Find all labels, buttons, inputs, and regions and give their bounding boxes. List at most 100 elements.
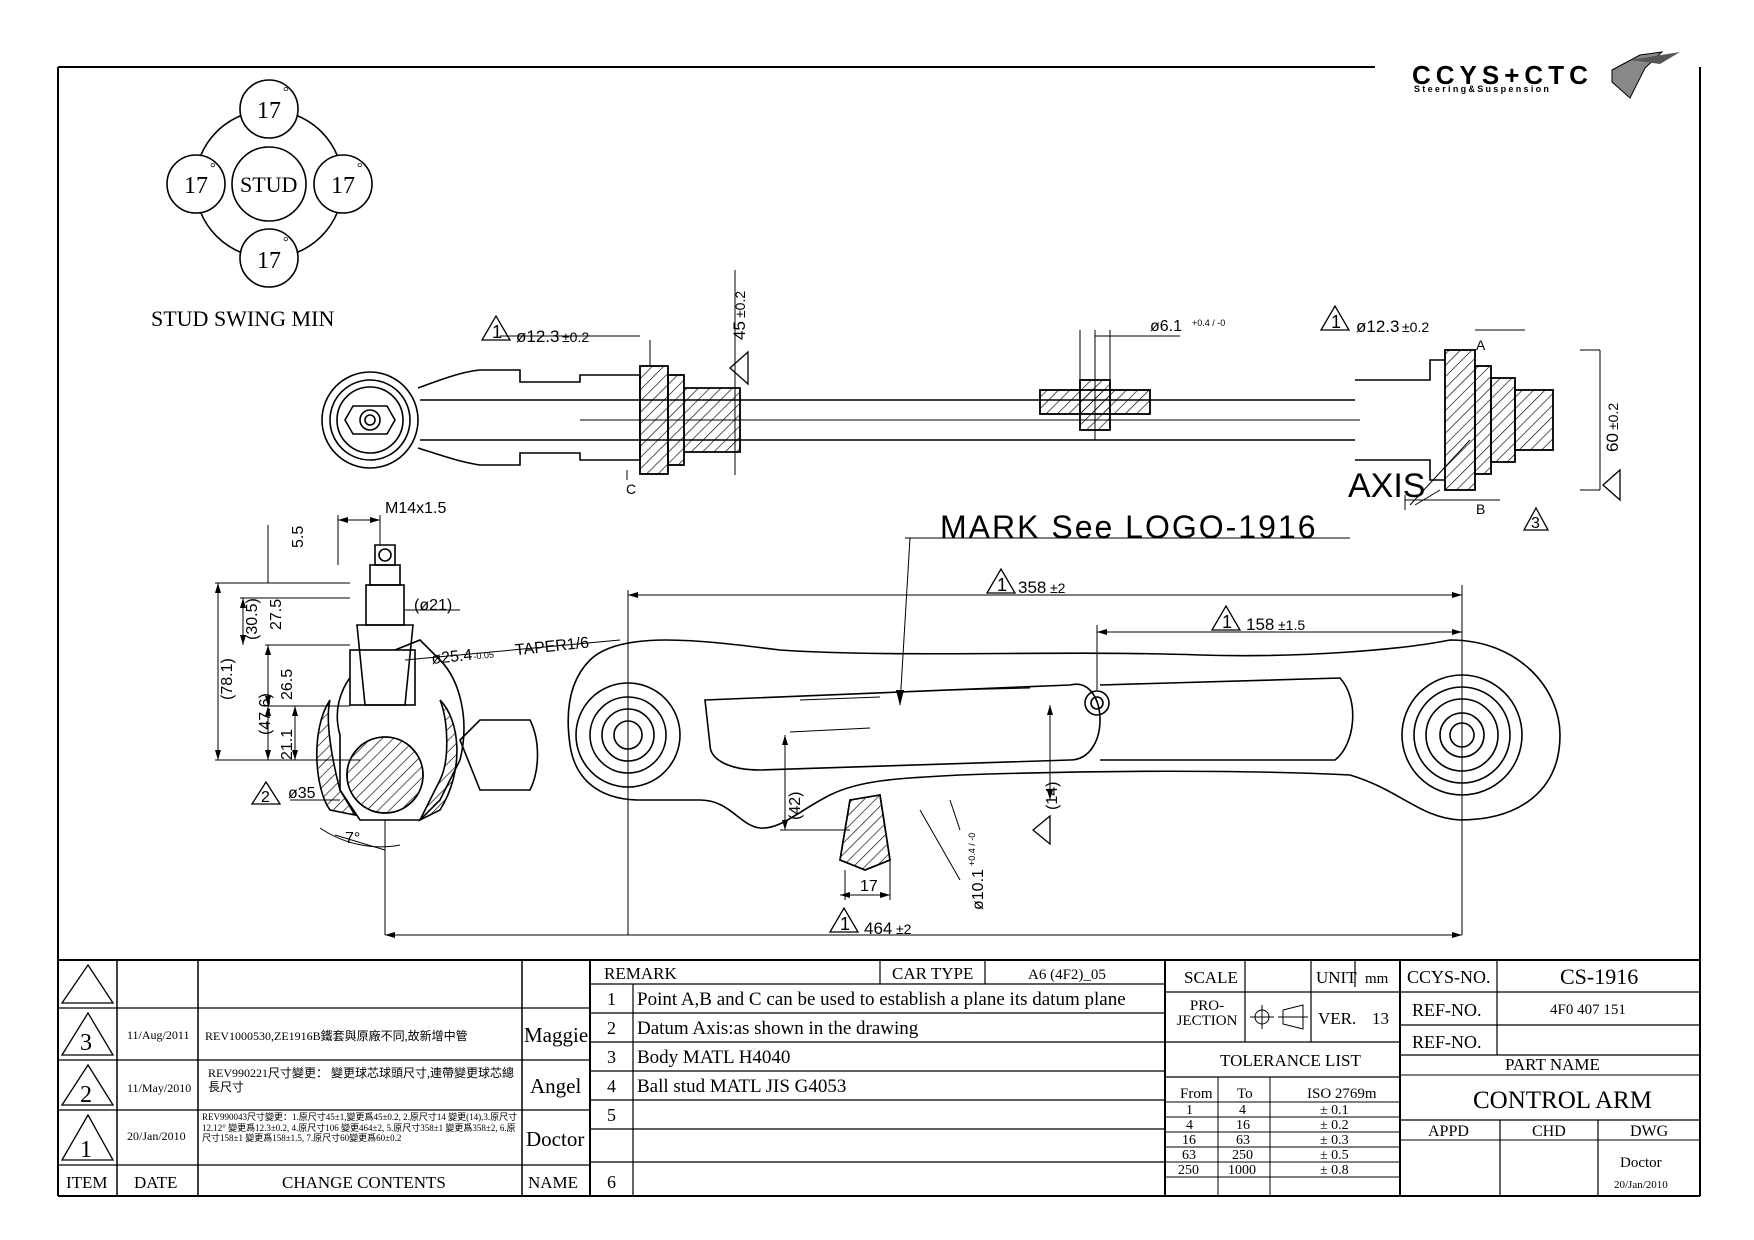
- ccys-label: CCYS-NO.: [1407, 967, 1491, 987]
- dim-thread: M14x1.5: [385, 500, 446, 517]
- dim-21-1: 21.1: [279, 729, 296, 760]
- rev-row-1-contents: REV990043尺寸變更：1.原尺寸45±1,變更爲45±0.2, 2.原尺寸…: [202, 1112, 518, 1143]
- dwg-by: Doctor: [1620, 1155, 1662, 1171]
- ccys-value: CS-1916: [1560, 964, 1638, 989]
- remark-header: REMARK: [604, 964, 677, 983]
- stud-swing-diagram: [166, 79, 373, 288]
- dim-47-6: (47.6): [257, 693, 274, 735]
- projection-label: PRO-JECTION: [1176, 998, 1238, 1029]
- dim-42: (42): [787, 792, 804, 820]
- rev-row-1-item: 1: [80, 1137, 92, 1163]
- axis-label: AXIS: [1348, 467, 1425, 505]
- rev-header-item: ITEM: [66, 1173, 108, 1192]
- dim-78-1: (78.1): [219, 658, 236, 700]
- remarks-block: REMARK CAR TYPE A6 (4F2)_05 1 Point A,B …: [604, 964, 1126, 1192]
- dim-17: 17: [860, 878, 878, 895]
- swing-left: 17: [184, 173, 208, 199]
- remark-4-no: 4: [607, 1076, 616, 1096]
- tol-10-1: +0.4 / -0: [967, 833, 977, 866]
- dim-5-5: 5.5: [290, 526, 307, 548]
- point-b-label: B: [1476, 501, 1485, 517]
- part-block: CCYS-NO. CS-1916 REF-NO. 4F0 407 151 REF…: [1407, 964, 1669, 1191]
- tol-row-2-val: ± 0.2: [1320, 1118, 1349, 1133]
- logo-brand: CCYS+CTC: [1412, 60, 1593, 90]
- tol-end-left: ±0.2: [562, 329, 589, 345]
- dim-358: 358: [1018, 578, 1046, 597]
- remark-5-no: 5: [607, 1105, 616, 1125]
- title-block-grid: [58, 959, 1700, 1196]
- dim-158: 158: [1246, 615, 1274, 634]
- rev-triangle-464-icon: [828, 906, 860, 933]
- ref-value: 4F0 407 151: [1550, 1002, 1626, 1018]
- tol-hole: +0.4 / -0: [1192, 318, 1225, 328]
- remark-2-text: Datum Axis:as shown in the drawing: [637, 1018, 919, 1039]
- rev-row-2-date: 11/May/2010: [127, 1081, 191, 1095]
- dim-end-right: ø12.3: [1356, 317, 1399, 336]
- tol-464: ±2: [896, 921, 912, 937]
- tol-row-5-to: 1000: [1228, 1163, 1256, 1178]
- logo-tagline: Steering&Suspension: [1414, 84, 1551, 94]
- remark-3-text: Body MATL H4040: [637, 1047, 790, 1068]
- tol-header-to: To: [1237, 1086, 1253, 1102]
- rev-triangle-158-icon: [1210, 604, 1242, 631]
- stud-swing-caption: STUD SWING MIN: [151, 306, 334, 331]
- spec-block: SCALE UNIT mm PRO-JECTION VER. 13 TOLERA…: [1176, 968, 1389, 1178]
- dim-464: 464: [864, 919, 892, 938]
- ver-value: 13: [1372, 1009, 1389, 1028]
- swing-bottom: 17: [257, 248, 281, 274]
- rev-row-2-name: Angel: [530, 1074, 581, 1098]
- swing-center-label: STUD: [240, 172, 297, 197]
- remark-3-no: 3: [607, 1047, 616, 1067]
- tol-row-5-from: 250: [1178, 1163, 1199, 1178]
- dwg-label: DWG: [1630, 1123, 1669, 1140]
- side-view-annotations: MARK See LOGO-1916 1 358 ±2 1 158 ±1.5 1…: [219, 500, 1315, 938]
- swing-right-degree: °: [357, 161, 363, 176]
- tolerance-title: TOLERANCE LIST: [1220, 1051, 1361, 1070]
- top-rev1: 1: [492, 322, 502, 342]
- rev-triangle-45-icon: [729, 350, 749, 386]
- top-view-annotations: 1 ø12.3 ±0.2 1 ø12.3 ±0.2 45 ±0.2 ø6.1 +…: [480, 291, 1622, 532]
- side-rev1a: 1: [997, 575, 1007, 595]
- swing-right: 17: [331, 173, 355, 199]
- point-c-label: C: [626, 481, 636, 497]
- side-rev2: 2: [261, 789, 270, 806]
- dim-45: 45: [730, 321, 749, 340]
- rev-header-name: NAME: [528, 1173, 578, 1192]
- point-a-label: A: [1476, 337, 1486, 353]
- remark-2-no: 2: [607, 1018, 616, 1038]
- company-logo: CCYS+CTC Steering&Suspension: [1412, 51, 1680, 99]
- top-rev3: 3: [1531, 515, 1540, 532]
- dim-end-left: ø12.3: [516, 327, 559, 346]
- dim-14: (14): [1044, 782, 1061, 810]
- taper-ratio: TAPER1/6: [514, 635, 590, 660]
- rev-row-3-contents: REV1000530,ZE1916B鐵套與原廠不同,故新增中管: [205, 1028, 468, 1043]
- car-type-label: CAR TYPE: [892, 964, 973, 983]
- tol-158: ±1.5: [1278, 617, 1305, 633]
- tol-row-2-from: 4: [1186, 1118, 1193, 1133]
- top-view: [321, 270, 1601, 510]
- dwg-date: 20/Jan/2010: [1614, 1179, 1668, 1191]
- swing-top: 17: [257, 98, 281, 124]
- dim-hole: ø6.1: [1150, 318, 1182, 335]
- rev-header-date: DATE: [134, 1173, 177, 1192]
- rev-row-1-date: 20/Jan/2010: [127, 1129, 186, 1143]
- tol-row-1-from: 1: [1186, 1103, 1193, 1118]
- rev-row-3-name: Maggie: [524, 1023, 588, 1047]
- tol-row-1-val: ± 0.1: [1320, 1103, 1349, 1118]
- dim-26-5: 26.5: [279, 669, 296, 700]
- revision-table: 3 11/Aug/2011 REV1000530,ZE1916B鐵套與原廠不同,…: [66, 1023, 588, 1192]
- dim-27-5: 27.5: [268, 599, 285, 630]
- swing-bottom-degree: °: [283, 235, 289, 250]
- top-rev1b: 1: [1331, 312, 1341, 332]
- scale-label: SCALE: [1184, 968, 1238, 987]
- rev-row-3-item: 3: [80, 1030, 92, 1056]
- tol-358: ±2: [1050, 580, 1066, 596]
- rev-header-contents: CHANGE CONTENTS: [282, 1173, 446, 1192]
- tol-header-from: From: [1180, 1086, 1213, 1102]
- rev-triangle-60-icon: [1602, 468, 1621, 502]
- rev-triangle-14-icon: [1031, 814, 1051, 846]
- side-rev1c: 1: [840, 914, 850, 934]
- rev-triangle-358-icon: [985, 567, 1017, 594]
- appd-label: APPD: [1428, 1123, 1469, 1140]
